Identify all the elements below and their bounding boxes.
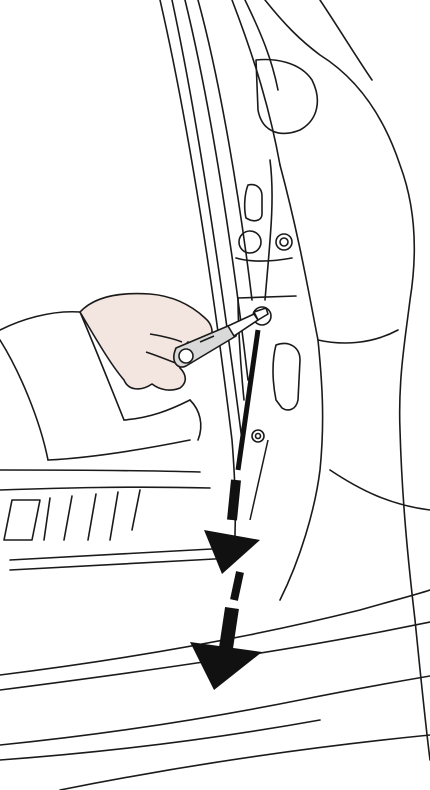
door-frame-lines xyxy=(160,0,252,560)
trunk-floor-lines xyxy=(0,470,232,570)
arrow-down-icon xyxy=(190,330,262,690)
bumper-lines xyxy=(0,470,430,790)
guide-line xyxy=(250,440,268,520)
car-body-outline-icon xyxy=(232,0,430,760)
